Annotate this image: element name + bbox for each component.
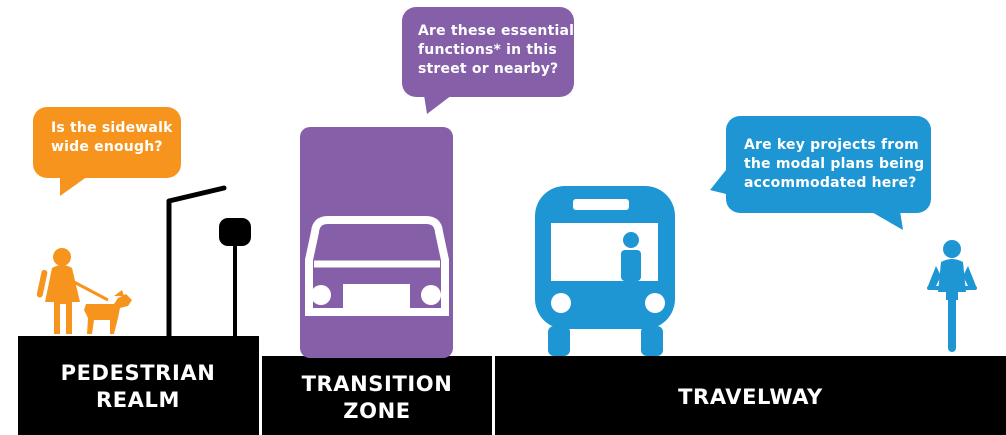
modal-bubble-tail	[710, 165, 730, 195]
bubble-text-line: accommodated here?	[744, 175, 917, 191]
bubble-text-line: the modal plans being	[744, 156, 925, 172]
zone-label-line: TRAVELWAY	[678, 385, 823, 409]
ground	[18, 336, 1006, 435]
sidewalk-question-bubble: Is the sidewalk wide enough?	[33, 107, 181, 178]
zone-label-line: ZONE	[343, 399, 411, 423]
modal-plans-bubble: Are key projects from the modal plans be…	[726, 116, 931, 213]
pedestrian-realm-label: PEDESTRIAN REALM	[18, 360, 258, 414]
bubble-text-line: wide enough?	[51, 139, 163, 155]
cyclist-icon	[927, 240, 977, 352]
bubble-text-line: Are these essential	[418, 23, 575, 39]
pedestrian-ground	[18, 336, 259, 435]
essential-bubble-tail	[424, 95, 452, 114]
street-sign-icon	[219, 218, 251, 336]
travelway-ground	[495, 356, 1006, 435]
delivery-truck-icon	[300, 127, 453, 358]
transition-ground	[262, 356, 492, 435]
essential-functions-bubble: Are these essential functions* in this s…	[402, 7, 574, 97]
bubble-text-line: functions* in this	[418, 42, 557, 58]
bubble-text-line: Is the sidewalk	[51, 120, 173, 136]
sidewalk-bubble-tail	[60, 176, 88, 196]
person-walking-dog-icon	[36, 248, 132, 334]
zone-label-line: TRANSITION	[301, 372, 453, 396]
zone-label-line: PEDESTRIAN	[60, 361, 216, 385]
bubble-text-line: Are key projects from	[744, 137, 919, 153]
zone-label-line: REALM	[95, 388, 181, 412]
bubble-text-line: street or nearby?	[418, 61, 559, 77]
streetlight-icon	[166, 185, 227, 339]
bus-icon	[535, 186, 675, 356]
modal-bubble-tail-2	[870, 211, 903, 230]
transition-zone-label: TRANSITION ZONE	[262, 371, 492, 425]
travelway-label: TRAVELWAY	[495, 384, 1006, 411]
